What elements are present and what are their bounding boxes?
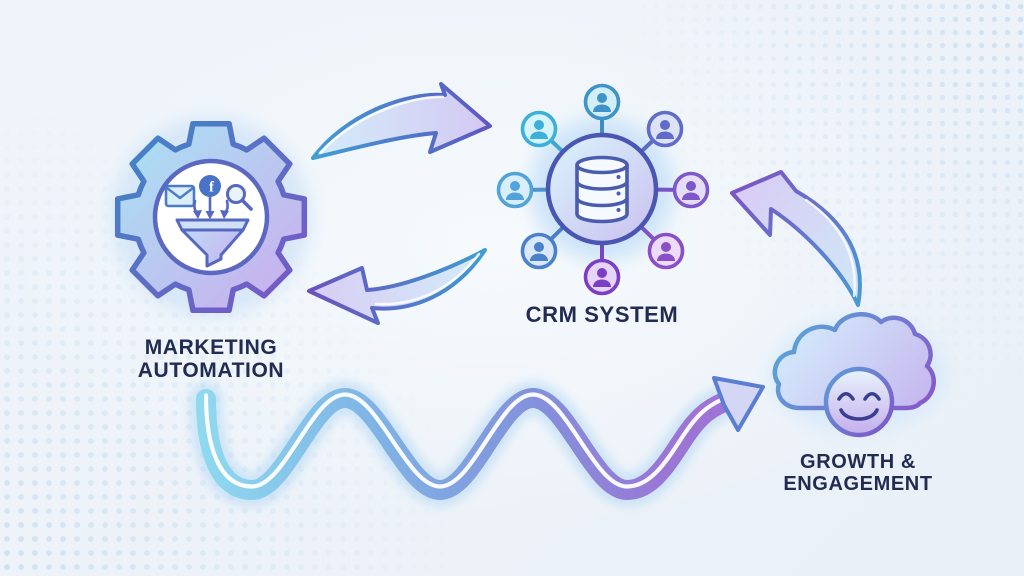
- database-dots: [616, 175, 621, 212]
- search-magnifier-icon: [226, 184, 253, 211]
- smiley-smile: [839, 408, 879, 421]
- marketing-automation-label: MARKETING AUTOMATION: [61, 336, 361, 382]
- database-icon: [575, 155, 629, 224]
- user-node-left: [496, 171, 534, 209]
- growth-label-line1: GROWTH &: [800, 451, 916, 473]
- user-node-top: [583, 83, 621, 121]
- crm-system-label: CRM SYSTEM: [452, 303, 752, 326]
- facebook-icon: f: [199, 175, 221, 197]
- marketing-label-line1: MARKETING: [144, 336, 278, 359]
- user-node-bottom: [583, 258, 621, 296]
- crm-hub: [496, 83, 710, 296]
- user-node-top-right: [646, 110, 684, 148]
- cycle-arrow-to-marketing: [307, 248, 487, 325]
- user-node-bottom-right: [647, 232, 685, 270]
- growth-wave-arrow: [189, 376, 765, 508]
- email-envelope-icon: [164, 184, 196, 208]
- smiley-left-eye: [837, 391, 855, 401]
- funnel-icon: [175, 218, 250, 268]
- wave-arrowhead: [712, 376, 765, 432]
- smiley-right-eye: [863, 391, 881, 401]
- feedback-arrow-to-crm: [730, 170, 862, 307]
- growth-cloud-icon: [772, 312, 936, 438]
- marketing-automation-gear-icon: f: [114, 120, 308, 314]
- crm-label-text: CRM SYSTEM: [525, 302, 679, 327]
- growth-label-line2: ENGAGEMENT: [783, 473, 933, 495]
- growth-engagement-label: GROWTH & ENGAGEMENT: [708, 451, 1008, 495]
- user-node-top-left: [520, 110, 558, 148]
- cycle-arrow-to-crm: [311, 82, 492, 160]
- facebook-glyph: f: [209, 180, 215, 196]
- smiley-face-icon: [823, 366, 895, 438]
- user-node-bottom-left: [520, 232, 558, 270]
- marketing-label-line2: AUTOMATION: [137, 359, 285, 382]
- converging-arrowheads: [193, 210, 229, 220]
- user-node-right: [672, 171, 710, 209]
